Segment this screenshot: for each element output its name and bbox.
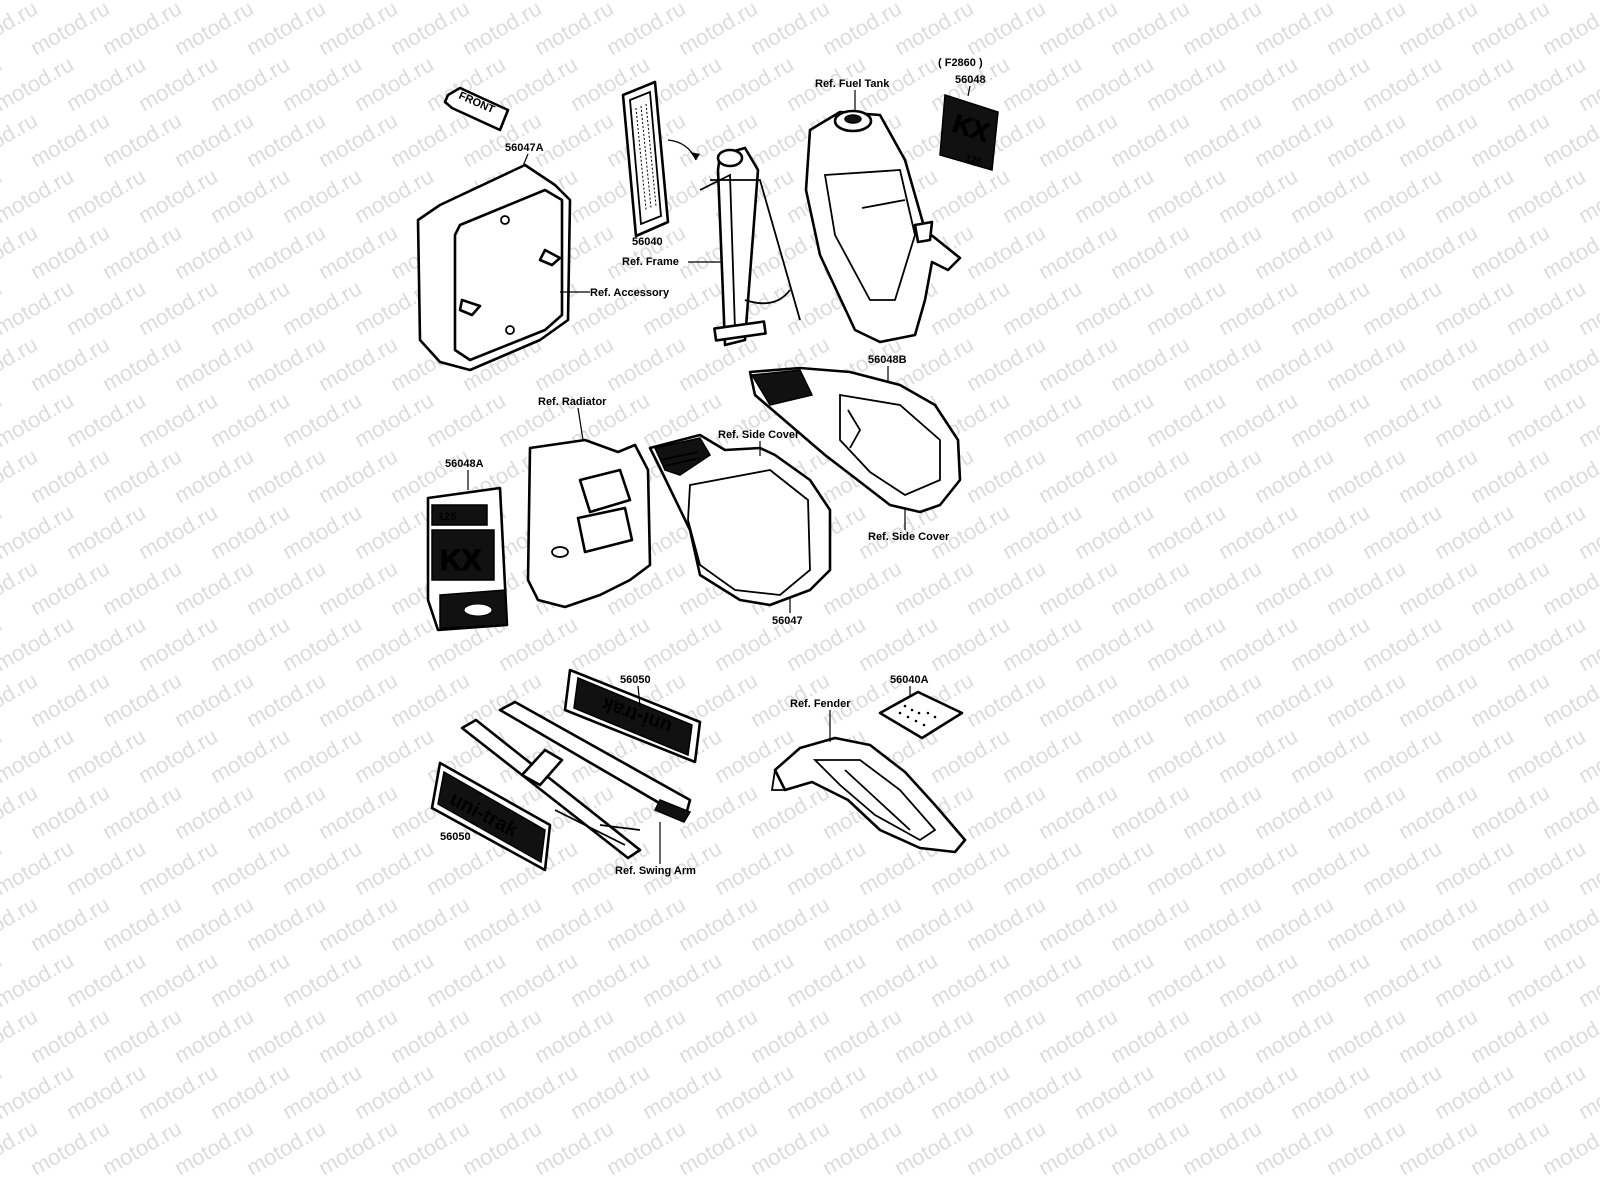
kx-shroud-decal-125: 125 [438,511,456,523]
ref-fuel-tank-label: Ref. Fuel Tank [815,78,890,90]
accessory-cover-drawing [416,163,572,372]
ref-accessory-callout: Ref. Accessory [560,287,670,299]
front-arrow-tag: FRONT [443,86,510,132]
part-56040-callout: 56040 [632,139,700,248]
ref-fender-label: Ref. Fender [790,698,851,710]
swing-arm-drawing [460,700,692,860]
part-number-56048B: 56048B [868,354,907,366]
side-cover-left-drawing [648,433,832,607]
ref-radiator-callout: Ref. Radiator [538,396,607,441]
part-56050-bottom-callout: 56050 [440,831,471,843]
ref-fender-callout: Ref. Fender [790,698,851,742]
part-56048B-callout: 56048B [868,354,907,382]
part-number-56047A: 56047A [505,142,544,154]
side-cover-right-drawing [748,366,962,514]
radiator-shroud-drawing [526,438,652,609]
fender-drawing [770,736,967,854]
part-number-56047: 56047 [772,615,803,627]
ref-accessory-label: Ref. Accessory [590,287,670,299]
watermark-text: motod.ru [1574,0,1600,4]
kx-shroud-decal-drawing: 125 KX [426,486,509,632]
ref-side-cover-top-callout: Ref. Side Cover [718,429,800,456]
ref-side-cover-top-label: Ref. Side Cover [718,429,800,441]
part-number-56040A: 56040A [890,674,929,686]
ref-frame-callout: Ref. Frame [622,256,722,268]
ref-radiator-label: Ref. Radiator [538,396,607,408]
fender-warning-label-drawing [878,690,964,740]
ref-side-cover-right-label: Ref. Side Cover [868,531,950,543]
ref-frame-label: Ref. Frame [622,256,679,268]
part-number-56040: 56040 [632,236,663,248]
ref-fuel-tank-callout: Ref. Fuel Tank [815,78,890,110]
frame-warning-label-drawing [621,80,670,238]
ref-swing-arm-label: Ref. Swing Arm [615,865,696,877]
kx-tank-decal-drawing: KX 125 [939,93,999,171]
part-number-56050-top: 56050 [620,674,651,686]
kx-tank-decal-small: 125 [964,153,984,169]
fuel-tank-drawing [804,109,962,344]
part-number-56048: 56048 [955,74,986,86]
header-code: ( F2860 ) [938,57,983,69]
part-56048-callout: 56048 [955,74,986,97]
part-number-56048A: 56048A [445,458,484,470]
ref-swing-arm-callout: Ref. Swing Arm [615,822,696,877]
part-number-56050-bottom: 56050 [440,831,471,843]
part-56050-top-callout: 56050 [620,674,651,707]
ref-side-cover-right-callout: Ref. Side Cover [868,508,950,543]
frame-drawing [699,146,801,347]
part-56047-callout: 56047 [772,598,803,627]
kx-shroud-decal-text: KX [440,544,482,577]
part-56048A-callout: 56048A [445,458,484,490]
